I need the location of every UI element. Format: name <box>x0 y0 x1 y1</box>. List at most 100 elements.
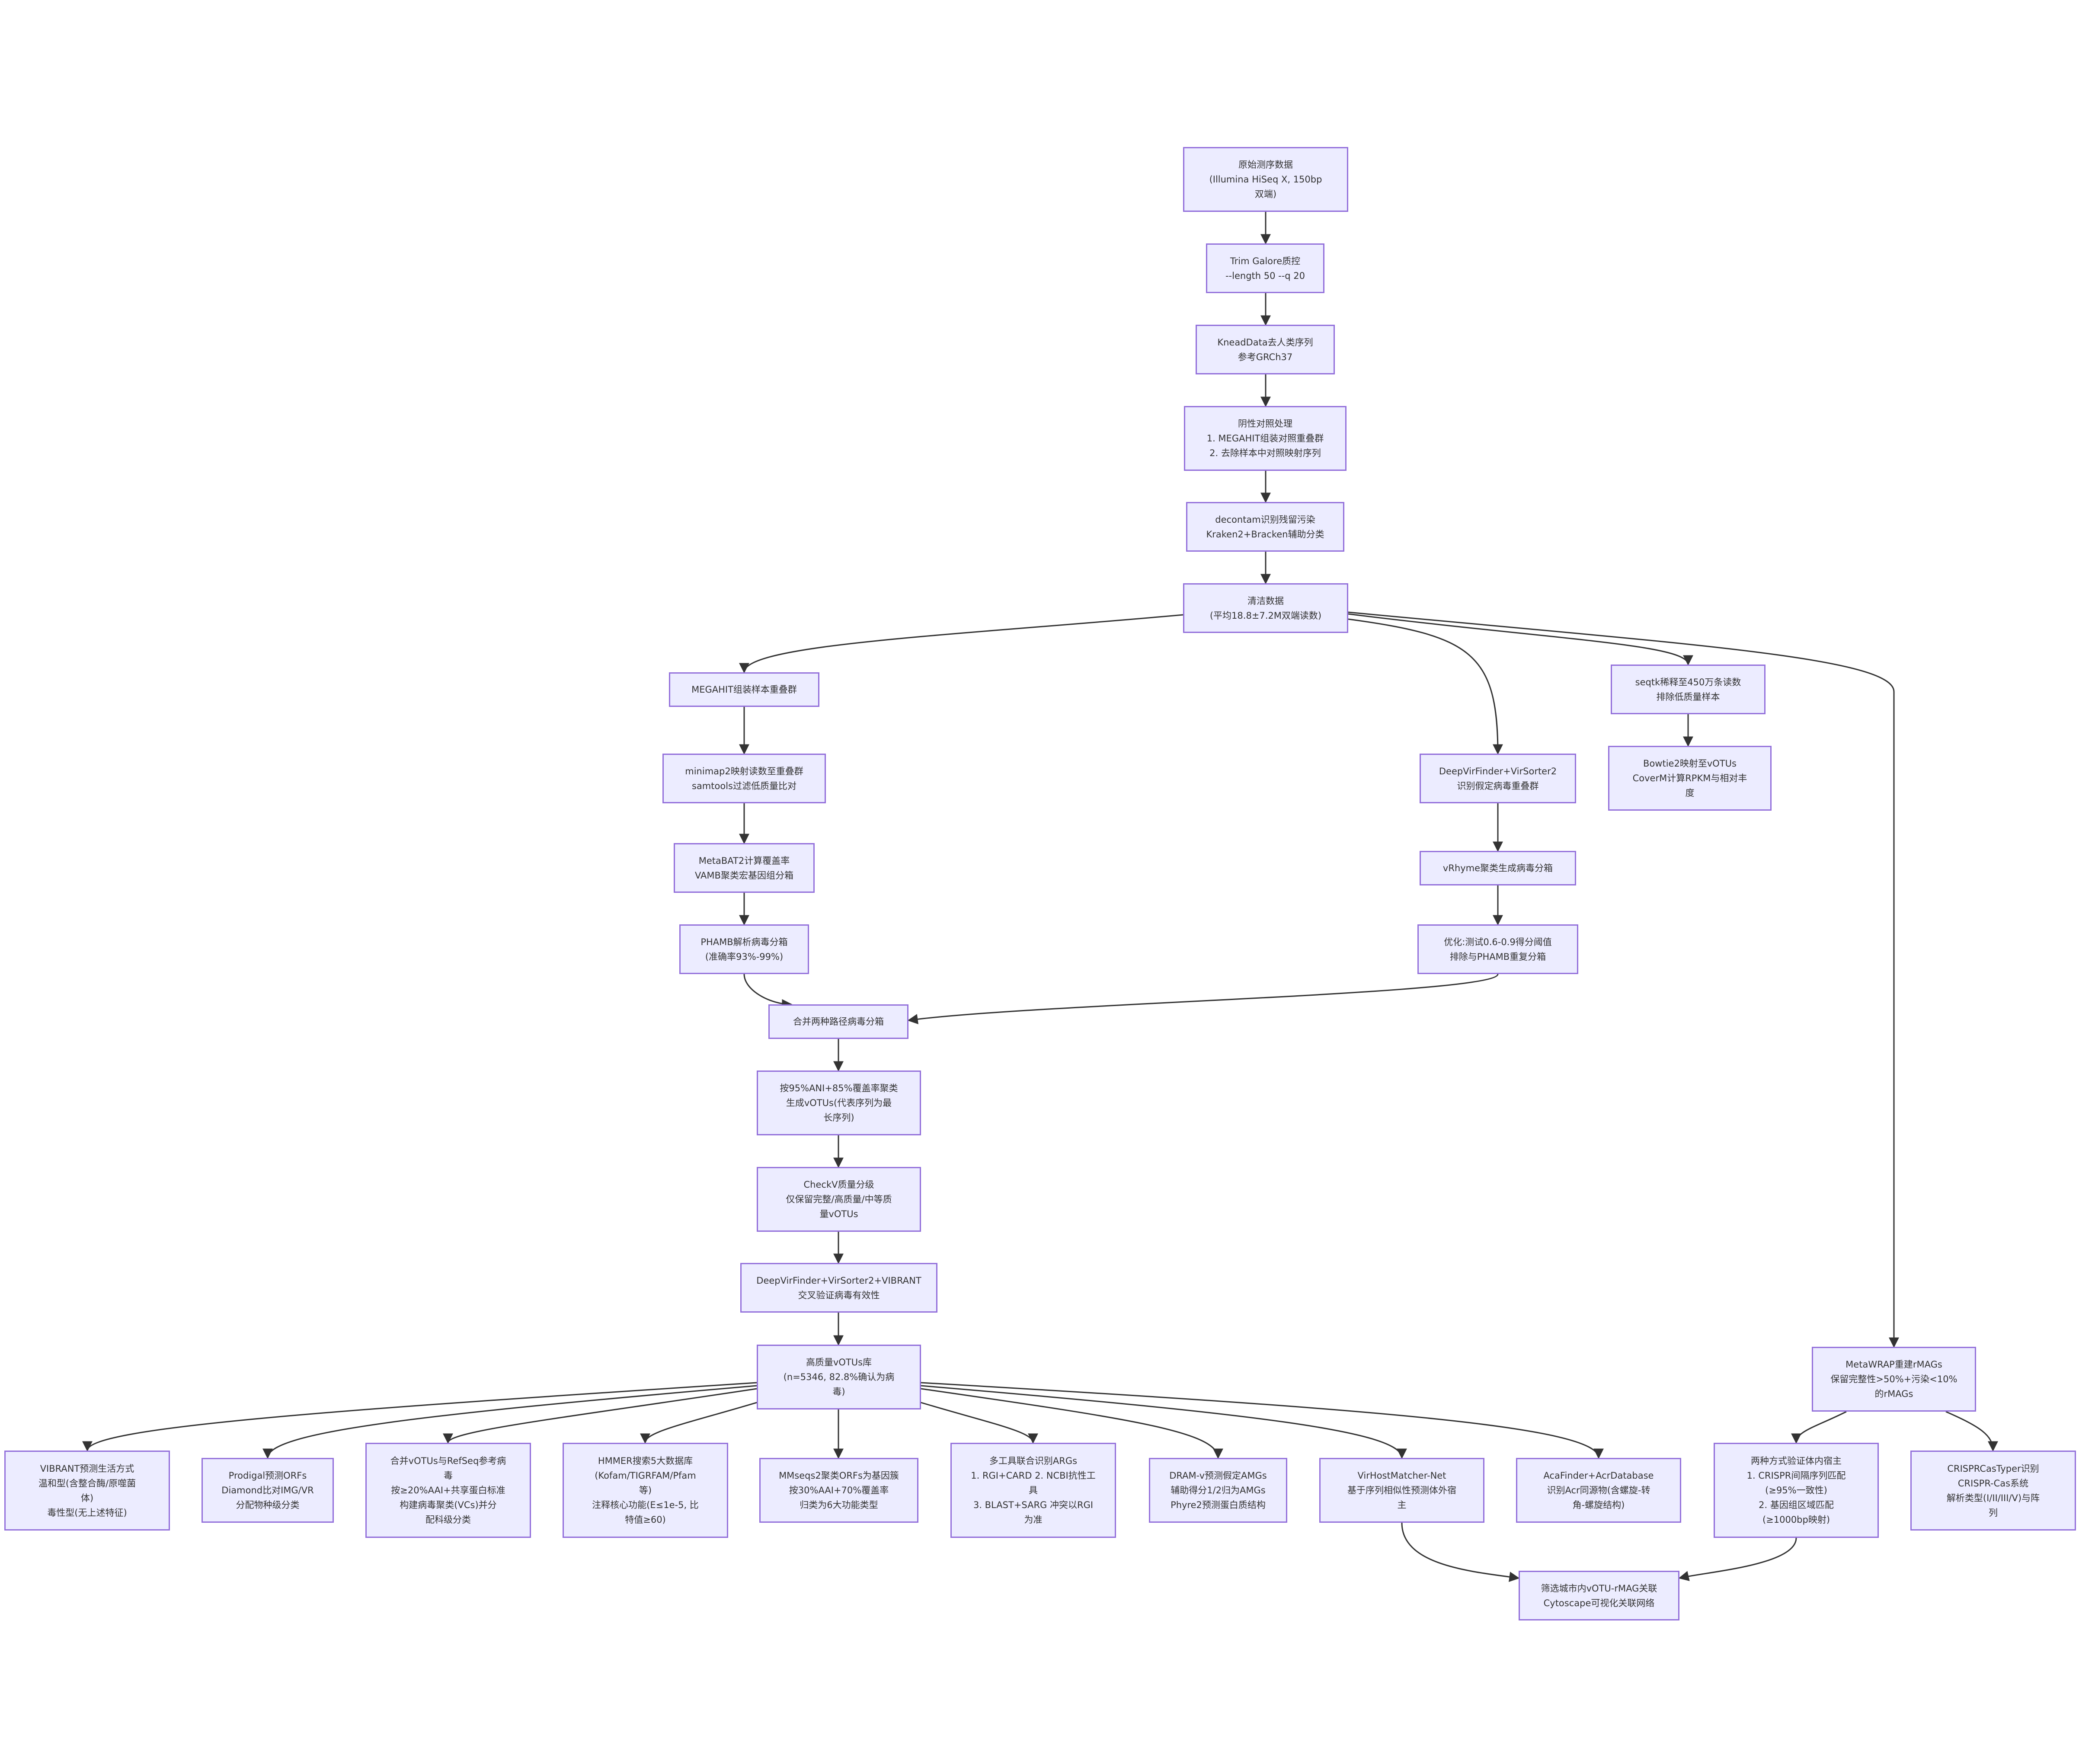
node-line: 解析类型(I/II/III/V)与阵 <box>1946 1492 2040 1503</box>
node-megahit-assembly: MEGAHIT组装样本重叠群 <box>669 672 819 707</box>
node-line: VAMB聚类宏基因组分箱 <box>695 870 793 881</box>
node-line: 角-螺旋结构) <box>1572 1500 1625 1510</box>
node-line: 归类为6大功能类型 <box>800 1500 878 1510</box>
node-line: 交叉验证病毒有效性 <box>798 1290 880 1301</box>
edge-hq-hmmer <box>640 1398 770 1444</box>
node-line: 为准 <box>1024 1515 1043 1525</box>
edge-clean-seqtk <box>1348 613 1693 666</box>
edge-hq-vibrant <box>82 1382 757 1452</box>
node-kneaddata: KneadData去人类序列参考GRCh37 <box>1196 325 1335 374</box>
node-merge-bins: 合并两种路径病毒分箱 <box>768 1004 908 1039</box>
edge-phamb-merge <box>743 974 793 1010</box>
node-line: (≥95%一致性) <box>1765 1485 1827 1496</box>
node-votu-clustering: 按95%ANI+85%覆盖率聚类生成vOTUs(代表序列为最长序列) <box>757 1071 921 1135</box>
node-line: 原始测序数据 <box>1238 160 1293 170</box>
node-line: 生成vOTUs(代表序列为最 <box>786 1098 892 1108</box>
node-line: CoverM计算RPKM与相对丰 <box>1632 773 1747 783</box>
edge-hq-refseq <box>443 1388 757 1444</box>
node-line: 毒 <box>444 1470 453 1481</box>
node-line: Cytoscape可视化关联网络 <box>1543 1598 1655 1608</box>
node-hq-votus: 高质量vOTUs库 (n=5346, 82.8%确认为病毒) <box>757 1345 921 1409</box>
node-mmseqs2: MMseqs2聚类ORFs为基因簇按30%AAI+70%覆盖率归类为6大功能类型 <box>759 1458 918 1523</box>
node-line: MMseqs2聚类ORFs为基因簇 <box>779 1470 899 1481</box>
node-metabat2: MetaBAT2计算覆盖率 VAMB聚类宏基因组分箱 <box>674 843 815 893</box>
node-line: Trim Galore质控 <box>1230 256 1301 266</box>
node-line: MEGAHIT组装样本重叠群 <box>691 684 797 695</box>
node-line: Phyre2预测蛋白质结构 <box>1171 1500 1266 1510</box>
node-raw-data: 原始测序数据 (Illumina HiSeq X, 150bp 双端) <box>1183 147 1348 212</box>
node-line: 合并vOTUs与RefSeq参考病 <box>390 1456 506 1466</box>
node-line: 1. CRISPR间隔序列匹配 <box>1746 1470 1846 1481</box>
node-line: 合并两种路径病毒分箱 <box>793 1016 884 1027</box>
node-line: MetaWRAP重建rMAGs <box>1846 1359 1942 1370</box>
node-line: VirHostMatcher-Net <box>1357 1470 1446 1481</box>
node-line: 排除与PHAMB重复分箱 <box>1449 951 1546 962</box>
node-minimap2: minimap2映射读数至重叠群 samtools过滤低质量比对 <box>662 754 826 803</box>
node-line: (Illumina HiSeq X, 150bp <box>1209 174 1322 185</box>
node-line: 双端) <box>1254 189 1277 199</box>
node-line: (n=5346, 82.8%确认为病 <box>783 1372 895 1382</box>
node-line: 构建病毒聚类(VCs)并分 <box>400 1500 497 1510</box>
node-line: 基于序列相似性预测体外宿 <box>1347 1485 1456 1496</box>
node-line: 分配物种级分类 <box>236 1500 300 1510</box>
node-vrhyme: vRhyme聚类生成病毒分箱 <box>1420 851 1576 885</box>
node-line: 识别Acr同源物(含螺旋-转 <box>1547 1485 1650 1496</box>
node-line: 量vOTUs <box>819 1209 858 1219</box>
edge-hq-aca <box>921 1382 1604 1459</box>
node-line: MetaBAT2计算覆盖率 <box>698 855 790 866</box>
node-line: Diamond比对IMG/VR <box>221 1485 314 1496</box>
node-line: DRAM-v预测假定AMGs <box>1169 1470 1267 1481</box>
node-line: 毒) <box>832 1387 845 1397</box>
node-line: (准确率93%-99%) <box>705 951 784 962</box>
node-line: 等) <box>639 1485 652 1496</box>
node-line: 按≥20%AAI+共享蛋白标准 <box>391 1485 505 1496</box>
node-line: Kraken2+Bracken辅助分类 <box>1206 529 1324 540</box>
node-line: 1. RGI+CARD 2. NCBI抗性工 <box>971 1470 1096 1481</box>
edge-metawrap-crispr <box>1945 1411 1998 1452</box>
node-line: 识别假定病毒重叠群 <box>1457 780 1539 791</box>
node-line: samtools过滤低质量比对 <box>692 780 796 791</box>
node-line: 3. BLAST+SARG 冲突以RGI <box>973 1500 1094 1510</box>
node-line: 具 <box>1029 1485 1038 1496</box>
node-line: 主 <box>1397 1500 1407 1510</box>
node-line: 辅助得分1/2归为AMGs <box>1171 1485 1266 1496</box>
node-line: (平均18.8±7.2M双端读数) <box>1209 610 1322 621</box>
node-line: 按95%ANI+85%覆盖率聚类 <box>780 1083 898 1093</box>
node-line: 2. 去除样本中对照映射序列 <box>1209 448 1321 458</box>
node-refseq-vcs: 合并vOTUs与RefSeq参考病毒按≥20%AAI+共享蛋白标准构建病毒聚类(… <box>365 1443 531 1538</box>
node-line: 清洁数据 <box>1247 595 1284 606</box>
node-line: AcaFinder+AcrDatabase <box>1543 1470 1654 1481</box>
node-line: seqtk稀释至450万条读数 <box>1635 677 1741 687</box>
node-line: decontam识别残留污染 <box>1215 514 1315 525</box>
node-line: minimap2映射读数至重叠群 <box>685 766 803 777</box>
node-line: 阴性对照处理 <box>1238 419 1292 429</box>
node-line: CheckV质量分级 <box>803 1179 874 1190</box>
edge-host2-network <box>1678 1537 1797 1581</box>
node-acafinder: AcaFinder+AcrDatabase 识别Acr同源物(含螺旋-转角-螺旋结… <box>1516 1458 1681 1523</box>
node-line: 1. MEGAHIT组装对照重叠群 <box>1206 433 1324 444</box>
node-line: 温和型(含整合酶/原噬菌 <box>38 1478 136 1489</box>
node-decontam: decontam识别残留污染 Kraken2+Bracken辅助分类 <box>1186 502 1344 552</box>
node-line: 长序列) <box>823 1112 854 1123</box>
node-line: vRhyme聚类生成病毒分箱 <box>1443 863 1553 873</box>
edge-clean-megahit <box>739 614 1183 674</box>
node-line: VIBRANT预测生活方式 <box>40 1463 134 1474</box>
node-line: 毒性型(无上述特征) <box>47 1507 127 1518</box>
node-line: PHAMB解析病毒分箱 <box>700 936 788 947</box>
node-line: 参考GRCh37 <box>1238 352 1293 362</box>
node-line: 高质量vOTUs库 <box>806 1357 872 1368</box>
node-line: 优化:测试0.6-0.9得分阈值 <box>1444 936 1552 947</box>
edge-virhost-network <box>1401 1522 1520 1582</box>
node-phamb: PHAMB解析病毒分箱 (准确率93%-99%) <box>679 924 809 974</box>
edge-hq-args <box>908 1398 1038 1444</box>
edge-optim-merge <box>907 974 1499 1025</box>
